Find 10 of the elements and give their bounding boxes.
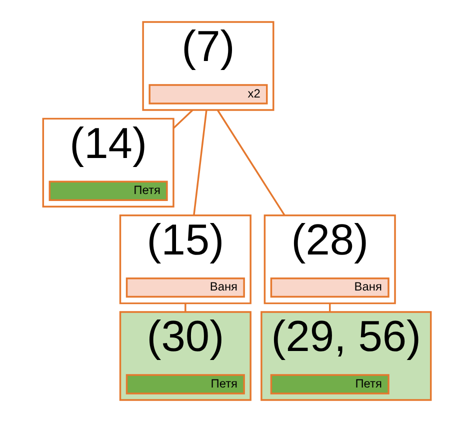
node-box: Ваня: [270, 276, 389, 298]
node-box: Петя: [48, 180, 168, 200]
connector: [172, 108, 193, 128]
node-box: Петя: [125, 374, 244, 394]
connector: [192, 109, 207, 215]
node-box: Петя: [270, 374, 389, 394]
connector: [216, 109, 285, 216]
connector: [184, 302, 186, 312]
node-box: Ваня: [125, 276, 244, 298]
node-box: x2: [148, 84, 268, 104]
